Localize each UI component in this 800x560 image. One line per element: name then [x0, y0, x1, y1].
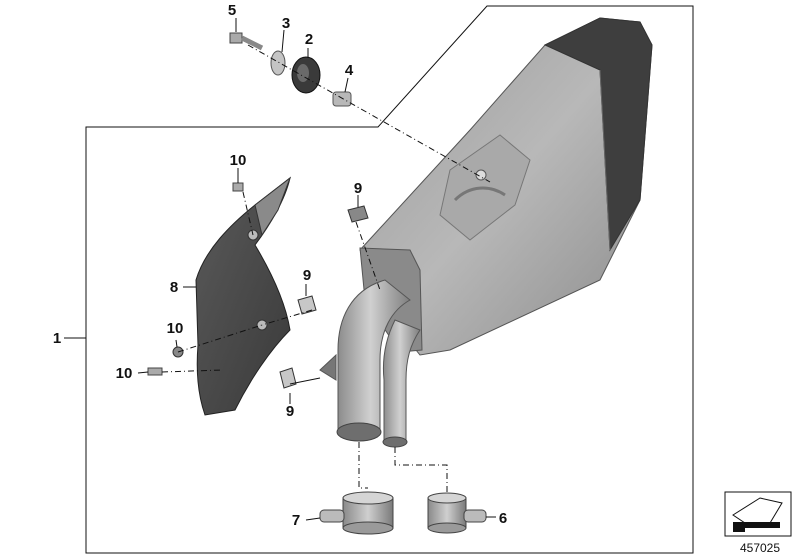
document-number: 457025: [740, 541, 780, 555]
callout-1: 1: [53, 330, 61, 347]
callout-2: 2: [305, 31, 313, 48]
callout-10-mid: 10: [167, 320, 184, 337]
callout-7: 7: [292, 512, 300, 529]
clip-nut-9-bottom: [279, 367, 297, 389]
callout-8: 8: [170, 279, 178, 296]
clamp-7: [319, 491, 394, 535]
assembly-axes: [161, 44, 491, 492]
leader-lines: [64, 18, 496, 521]
callout-9-mid: 9: [303, 267, 311, 284]
clamp-6: [427, 492, 487, 534]
sleeve-4: [332, 91, 352, 107]
heat-shield: [195, 176, 292, 416]
clip-nut-9-mid: [297, 295, 317, 315]
assembly-frame: [85, 5, 694, 554]
callout-10-bottom: 10: [116, 365, 133, 382]
link-pipe: [319, 279, 421, 448]
callout-3: 3: [282, 15, 290, 32]
callout-10-top: 10: [230, 152, 247, 169]
bolt-5: [229, 32, 264, 51]
arrow-symbol-icon: [724, 491, 792, 537]
screw-10-bottom: [147, 367, 163, 376]
callout-6: 6: [499, 510, 507, 527]
clip-nut-9-top: [347, 205, 369, 223]
callout-5: 5: [228, 2, 236, 19]
screw-10-top: [232, 182, 244, 192]
callout-4: 4: [345, 62, 354, 79]
washer-3: [270, 50, 286, 76]
rubber-mount-2: [291, 56, 321, 94]
callout-9-top: 9: [354, 180, 362, 197]
callout-9-bottom: 9: [286, 403, 294, 420]
